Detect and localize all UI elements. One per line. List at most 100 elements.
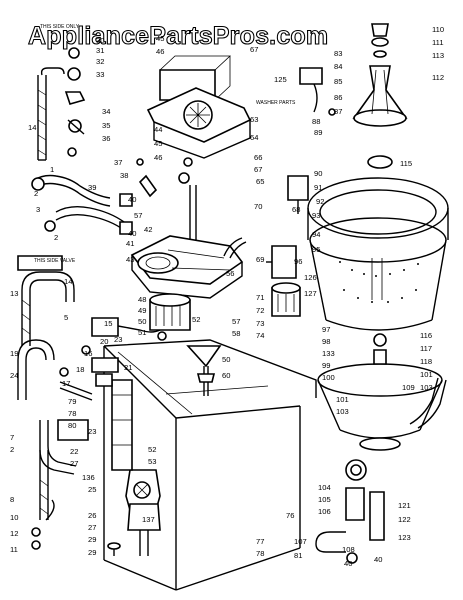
- label-11: 11: [10, 545, 18, 554]
- label-46b: 46: [154, 153, 162, 162]
- label-104: 104: [318, 483, 331, 492]
- label-78b: 78: [68, 409, 76, 418]
- label-25: 25: [88, 485, 96, 494]
- label-73: 73: [256, 319, 264, 328]
- label-72: 72: [256, 306, 264, 315]
- label-17: 17: [62, 379, 70, 388]
- label-99: 99: [322, 361, 330, 370]
- label-126: 126: [304, 273, 317, 282]
- label-16: 16: [84, 349, 92, 358]
- label-52b: 52: [148, 445, 156, 454]
- label-56: 56: [226, 269, 234, 278]
- label-83: 83: [334, 49, 342, 58]
- label-65: 65: [256, 177, 264, 186]
- label-94: 94: [312, 230, 320, 239]
- agitator-cap-stack: [371, 23, 389, 58]
- label-90: 90: [314, 169, 322, 178]
- label-127: 127: [304, 289, 317, 298]
- label-111: 111: [432, 38, 444, 47]
- label-32: 32: [96, 57, 104, 66]
- label-60: 60: [222, 371, 230, 380]
- inlet-valve-parts: [57, 317, 161, 441]
- label-101a: 101: [420, 370, 433, 379]
- label-106: 106: [318, 507, 331, 516]
- label-97: 97: [322, 325, 330, 334]
- label-40c: 40: [344, 559, 352, 568]
- label-18: 18: [76, 365, 84, 374]
- label-116: 116: [420, 331, 432, 340]
- label-15: 15: [104, 319, 112, 328]
- watermark: AppliancePartsPros.com: [28, 22, 328, 50]
- label-98: 98: [322, 337, 330, 346]
- valve-box-left: [17, 255, 63, 271]
- label-37: 37: [114, 158, 122, 167]
- label-21: 21: [124, 363, 132, 372]
- water-hoses-left: [31, 174, 133, 235]
- label-29b: 29: [88, 548, 96, 557]
- hose-right: [409, 377, 447, 429]
- label-14b: 14: [64, 277, 72, 286]
- label-123: 123: [398, 533, 411, 542]
- label-71: 71: [256, 293, 264, 302]
- drain-pump: [125, 469, 161, 530]
- note-mid: WASHER PARTS: [256, 100, 296, 106]
- label-29a: 29: [88, 535, 96, 544]
- label-125: 125: [274, 75, 287, 84]
- label-23b: 23: [88, 427, 96, 436]
- label-133: 133: [322, 349, 335, 358]
- label-113: 113: [432, 51, 444, 60]
- label-45b: 45: [154, 139, 162, 148]
- pump-funnel: [186, 345, 222, 396]
- label-66: 66: [254, 153, 262, 162]
- label-115: 115: [400, 159, 412, 168]
- label-109: 109: [402, 383, 415, 392]
- label-23a: 23: [114, 335, 122, 344]
- label-67b: 67: [254, 165, 262, 174]
- transmission-gearcase: [130, 235, 244, 299]
- label-63: 63: [250, 115, 258, 124]
- lid-switch: [299, 67, 336, 116]
- label-121: 121: [398, 501, 411, 510]
- tub-cover: [307, 155, 449, 240]
- label-96: 96: [294, 257, 302, 266]
- mount-bracket-left: [111, 379, 133, 471]
- hoses-lower-left: [17, 271, 77, 550]
- label-103b: 103: [336, 407, 349, 416]
- label-88: 88: [312, 117, 320, 126]
- label-24: 24: [10, 371, 18, 380]
- label-8: 8: [10, 495, 14, 504]
- label-77: 77: [256, 537, 264, 546]
- spin-basket: [309, 217, 447, 331]
- label-137: 137: [142, 515, 155, 524]
- label-51: 51: [138, 328, 146, 337]
- label-46a: 46: [156, 47, 164, 56]
- label-101b: 101: [336, 395, 349, 404]
- motor-switch: [271, 282, 301, 317]
- label-95: 95: [312, 245, 320, 254]
- label-19: 19: [10, 349, 18, 358]
- label-27b: 27: [88, 523, 96, 532]
- label-12: 12: [10, 529, 18, 538]
- label-58: 58: [232, 329, 240, 338]
- bracket-96: [266, 245, 297, 279]
- label-110: 110: [432, 25, 444, 34]
- label-136: 136: [82, 473, 95, 482]
- label-34: 34: [102, 107, 110, 116]
- label-10: 10: [10, 513, 18, 522]
- label-57b: 57: [232, 317, 240, 326]
- part-labels: 30 31 32 33 34 35 36 37 38 39 40 40 14 1…: [10, 25, 444, 568]
- label-57a: 57: [134, 211, 142, 220]
- label-40a: 40: [128, 195, 136, 204]
- label-100: 100: [322, 373, 335, 382]
- label-85: 85: [334, 77, 342, 86]
- label-112: 112: [432, 73, 444, 82]
- label-33: 33: [96, 70, 104, 79]
- hose-56: [223, 237, 247, 259]
- label-74: 74: [256, 331, 264, 340]
- note-left-mid: THIS SIDE VALVE: [34, 258, 76, 264]
- label-89: 89: [314, 128, 322, 137]
- label-2b: 2: [54, 233, 58, 242]
- note-upper-left: THIS SIDE ONLY: [40, 24, 80, 30]
- pump-lower-right: [315, 459, 385, 564]
